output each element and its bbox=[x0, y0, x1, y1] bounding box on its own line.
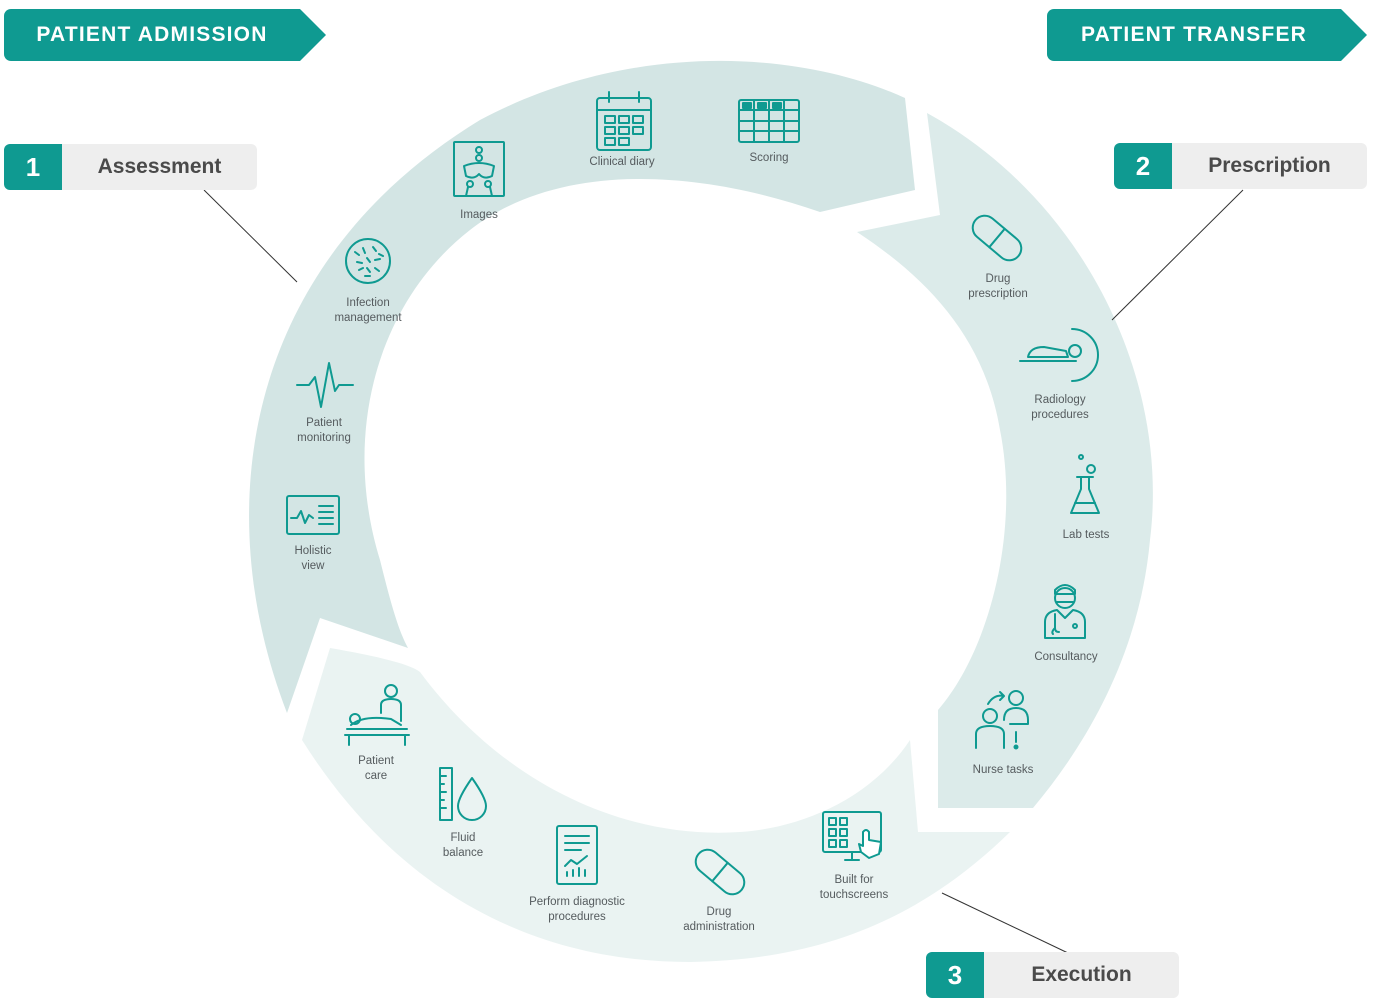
connector-prescription bbox=[1111, 189, 1244, 321]
label-patient-monitoring: Patient monitoring bbox=[297, 417, 351, 444]
pelvis-xray-icon bbox=[453, 141, 505, 197]
monitor-chart-icon bbox=[286, 495, 340, 535]
label-clinical-diary: Clinical diary bbox=[589, 156, 655, 168]
connector-execution bbox=[941, 892, 1069, 954]
pill-icon bbox=[694, 848, 746, 896]
connector-assessment bbox=[203, 189, 298, 283]
step-number: 3 bbox=[926, 952, 984, 998]
step-execution: 3 Execution bbox=[926, 952, 1179, 998]
arc-prescription bbox=[857, 113, 1153, 808]
step-assessment: 1 Assessment bbox=[4, 144, 257, 190]
patient-transfer-banner: PATIENT TRANSFER bbox=[1047, 9, 1367, 61]
drop-ruler-icon bbox=[439, 767, 487, 821]
scanner-icon bbox=[1019, 328, 1099, 382]
step-label: Assessment bbox=[62, 144, 257, 190]
label-images: Images bbox=[460, 209, 498, 221]
label-scoring: Scoring bbox=[749, 152, 789, 164]
patient-admission-banner: PATIENT ADMISSION bbox=[4, 9, 326, 61]
label-nurse-tasks: Nurse tasks bbox=[972, 764, 1034, 776]
step-number: 2 bbox=[1114, 143, 1172, 189]
label-drug-prescription: Drug prescription bbox=[968, 273, 1028, 300]
label-diagnostic-procedures: Perform diagnostic procedures bbox=[529, 896, 625, 923]
label-patient-care: Patient care bbox=[358, 755, 394, 782]
nurse-patient-icon bbox=[975, 690, 1029, 750]
arc-assessment bbox=[249, 60, 915, 713]
label-fluid-balance: Fluid balance bbox=[442, 832, 484, 859]
label-consultancy: Consultancy bbox=[1034, 651, 1098, 663]
label-holistic-view: Holistic view bbox=[294, 545, 332, 572]
label-drug-administration: Drug administration bbox=[683, 906, 755, 933]
step-number: 1 bbox=[4, 144, 62, 190]
flask-icon bbox=[1070, 454, 1100, 514]
doctor-icon bbox=[1044, 584, 1086, 639]
step-label: Execution bbox=[984, 952, 1179, 998]
patient-bed-icon bbox=[344, 684, 410, 746]
label-radiology-procedures: Radiology procedures bbox=[1031, 394, 1089, 421]
calendar-icon bbox=[596, 91, 652, 151]
step-prescription: 2 Prescription bbox=[1114, 143, 1367, 189]
arc-execution bbox=[302, 648, 1010, 962]
label-infection-management: Infection management bbox=[334, 297, 402, 324]
bacteria-icon bbox=[345, 238, 391, 284]
heartbeat-icon bbox=[296, 362, 354, 408]
report-chart-icon bbox=[556, 825, 598, 885]
label-lab-tests: Lab tests bbox=[1062, 529, 1110, 541]
step-label: Prescription bbox=[1172, 143, 1367, 189]
touchscreen-icon bbox=[822, 811, 882, 861]
pill-icon bbox=[971, 214, 1023, 262]
grid-table-icon bbox=[738, 99, 800, 143]
label-touchscreens: Built for touchscreens bbox=[819, 874, 889, 901]
